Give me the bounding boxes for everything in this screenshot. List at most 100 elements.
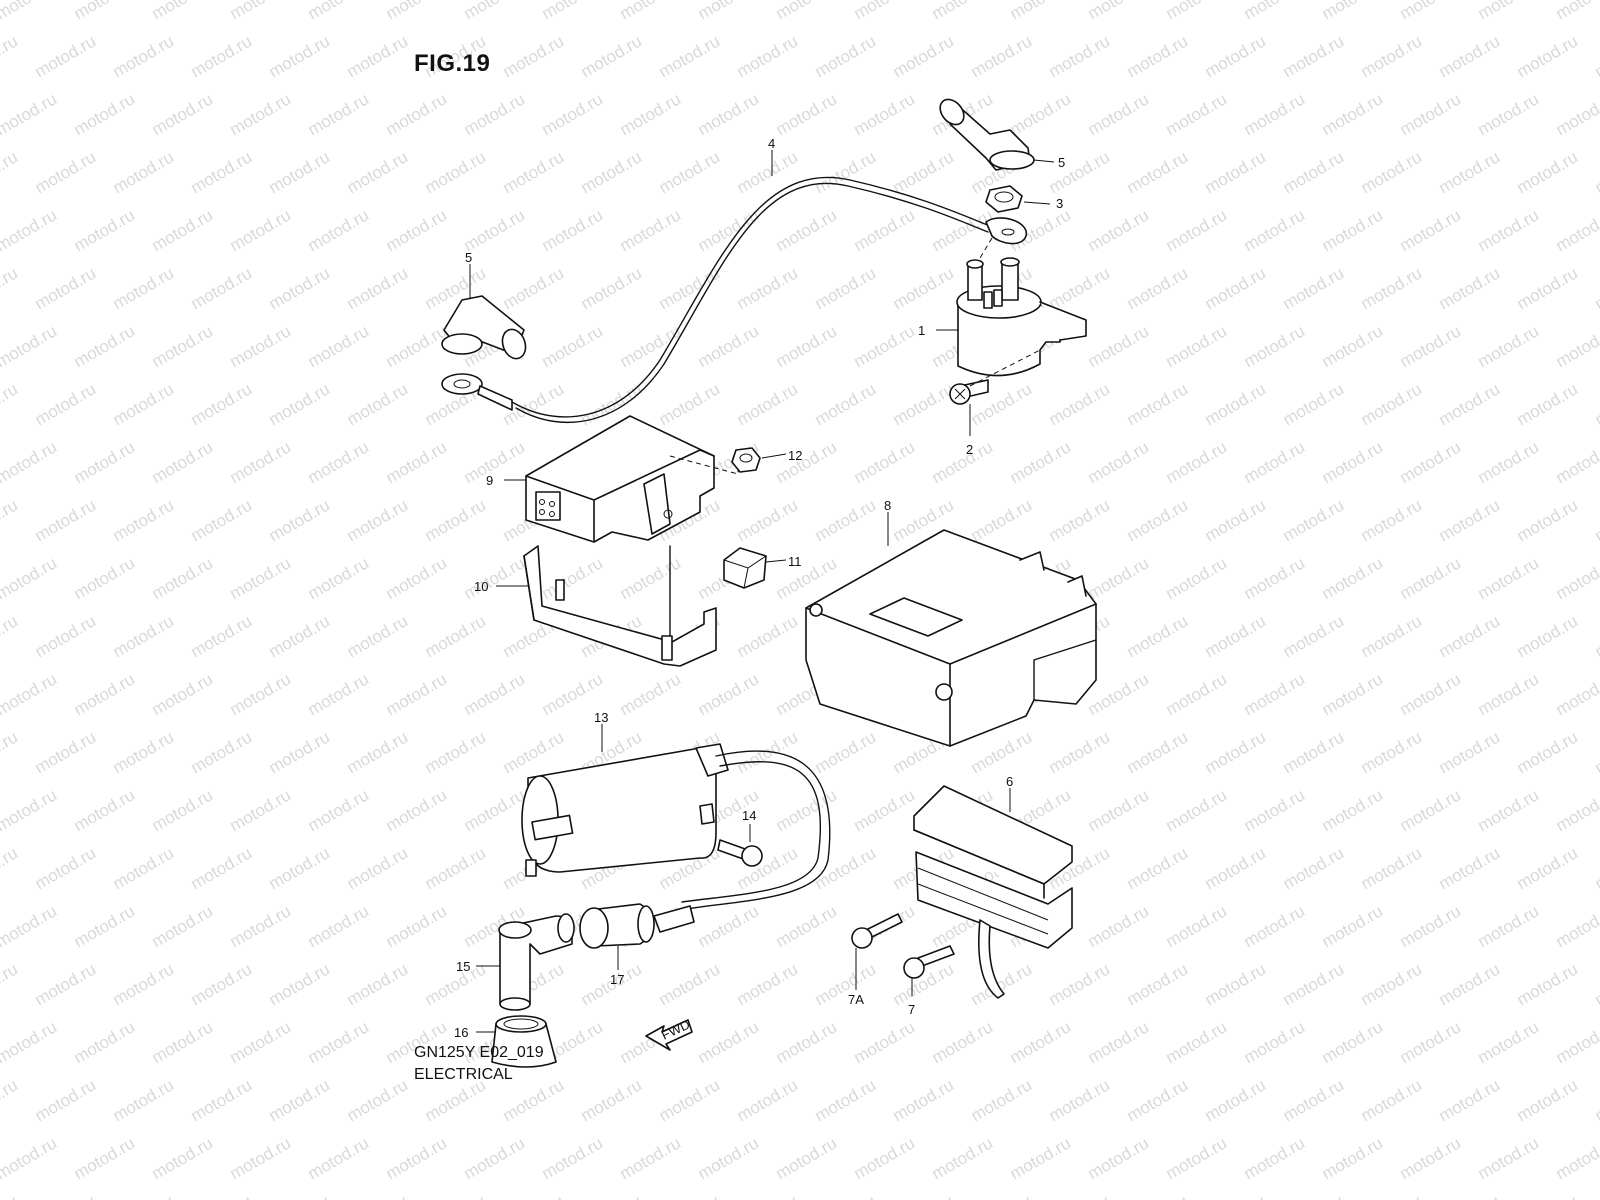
watermark-text: motod.ru bbox=[1046, 147, 1114, 197]
watermark-text: motod.ru bbox=[1202, 611, 1270, 661]
watermark-text: motod.ru bbox=[266, 31, 334, 81]
watermark-text: motod.ru bbox=[851, 321, 919, 371]
callout-3: 3 bbox=[1056, 196, 1063, 211]
watermark-text: motod.ru bbox=[1280, 263, 1348, 313]
watermark-text: motod.ru bbox=[1124, 959, 1192, 1009]
watermark-text: motod.ru bbox=[539, 321, 607, 371]
watermark-text: motod.ru bbox=[0, 147, 21, 197]
watermark-text: motod.ru bbox=[1475, 1017, 1543, 1067]
watermark-text: motod.ru bbox=[1514, 31, 1582, 81]
section-title: ELECTRICAL bbox=[414, 1066, 513, 1083]
watermark-text: motod.ru bbox=[1202, 495, 1270, 545]
watermark-text: motod.ru bbox=[227, 1017, 295, 1067]
watermark-text: motod.ru bbox=[1007, 89, 1075, 139]
watermark-text: motod.ru bbox=[110, 959, 178, 1009]
watermark-text: motod.ru bbox=[1085, 89, 1153, 139]
watermark-text: motod.ru bbox=[617, 553, 685, 603]
watermark-text: motod.ru bbox=[227, 437, 295, 487]
watermark-text: motod.ru bbox=[1553, 553, 1600, 603]
watermark-text: motod.ru bbox=[71, 437, 139, 487]
watermark-text: motod.ru bbox=[1319, 669, 1387, 719]
callout-4: 4 bbox=[768, 136, 775, 151]
watermark-text: motod.ru bbox=[578, 263, 646, 313]
watermark-text: motod.ru bbox=[461, 553, 529, 603]
watermark-text: motod.ru bbox=[1085, 553, 1153, 603]
watermark-text: motod.ru bbox=[1358, 843, 1426, 893]
watermark-text: motod.ru bbox=[773, 321, 841, 371]
watermark-text: motod.ru bbox=[0, 669, 60, 719]
watermark-text: motod.ru bbox=[0, 1133, 60, 1183]
callout-11: 11 bbox=[788, 554, 802, 569]
watermark-text: motod.ru bbox=[344, 263, 412, 313]
watermark-text: motod.ru bbox=[110, 379, 178, 429]
rectifier-fins bbox=[913, 785, 1073, 999]
watermark-text: motod.ru bbox=[71, 785, 139, 835]
watermark-text: motod.ru bbox=[1436, 959, 1504, 1009]
watermark-text: motod.ru bbox=[1319, 321, 1387, 371]
watermark-text: motod.ru bbox=[1475, 321, 1543, 371]
watermark-text: motod.ru bbox=[0, 263, 21, 313]
watermark-text: motod.ru bbox=[266, 495, 334, 545]
watermark-text: motod.ru bbox=[1358, 727, 1426, 777]
bolt-14 bbox=[717, 839, 763, 867]
watermark-text: motod.ru bbox=[305, 321, 373, 371]
watermark-text: motod.ru bbox=[1241, 901, 1309, 951]
watermark-text: motod.ru bbox=[0, 89, 60, 139]
watermark-text: motod.ru bbox=[1397, 785, 1465, 835]
watermark-text: motod.ru bbox=[1046, 263, 1114, 313]
watermark-text: motod.ru bbox=[1124, 843, 1192, 893]
watermark-text: motod.ru bbox=[695, 1017, 763, 1067]
watermark-text: motod.ru bbox=[734, 1191, 802, 1200]
watermark-text: motod.ru bbox=[734, 263, 802, 313]
watermark-text: motod.ru bbox=[1475, 205, 1543, 255]
watermark-text: motod.ru bbox=[1280, 959, 1348, 1009]
watermark-text: motod.ru bbox=[1592, 495, 1600, 545]
watermark-text: motod.ru bbox=[617, 1133, 685, 1183]
watermark-text: motod.ru bbox=[71, 321, 139, 371]
watermark-text: motod.ru bbox=[1007, 1017, 1075, 1067]
watermark-text: motod.ru bbox=[188, 959, 256, 1009]
watermark-text: motod.ru bbox=[851, 89, 919, 139]
watermark-text: motod.ru bbox=[71, 553, 139, 603]
watermark-text: motod.ru bbox=[383, 553, 451, 603]
watermark-text: motod.ru bbox=[890, 31, 958, 81]
watermark-text: motod.ru bbox=[344, 727, 412, 777]
watermark-text: motod.ru bbox=[1319, 437, 1387, 487]
watermark-text: motod.ru bbox=[1436, 611, 1504, 661]
watermark-text: motod.ru bbox=[734, 379, 802, 429]
watermark-text: motod.ru bbox=[734, 727, 802, 777]
watermark-text: motod.ru bbox=[305, 205, 373, 255]
watermark-text: motod.ru bbox=[1163, 901, 1231, 951]
watermark-text: motod.ru bbox=[0, 901, 60, 951]
watermark-text: motod.ru bbox=[1319, 0, 1387, 23]
watermark-text: motod.ru bbox=[1007, 1133, 1075, 1183]
watermark-text: motod.ru bbox=[1436, 727, 1504, 777]
watermark-text: motod.ru bbox=[773, 0, 841, 23]
watermark-text: motod.ru bbox=[188, 263, 256, 313]
watermark-text: motod.ru bbox=[812, 147, 880, 197]
watermark-text: motod.ru bbox=[0, 959, 21, 1009]
figure-title: FIG.19 bbox=[414, 50, 491, 77]
callout-2: 2 bbox=[966, 442, 973, 457]
watermark-text: motod.ru bbox=[149, 1133, 217, 1183]
callout-8: 8 bbox=[884, 498, 891, 513]
watermark-text: motod.ru bbox=[929, 0, 997, 23]
watermark-text: motod.ru bbox=[1514, 611, 1582, 661]
watermark-text: motod.ru bbox=[1436, 263, 1504, 313]
watermark-text: motod.ru bbox=[890, 379, 958, 429]
watermark-text: motod.ru bbox=[32, 727, 100, 777]
watermark-text: motod.ru bbox=[812, 1075, 880, 1125]
watermark-text: motod.ru bbox=[1202, 959, 1270, 1009]
watermark-text: motod.ru bbox=[500, 727, 568, 777]
watermark-text: motod.ru bbox=[1514, 1191, 1582, 1200]
watermark-text: motod.ru bbox=[32, 959, 100, 1009]
watermark-text: motod.ru bbox=[1397, 669, 1465, 719]
watermark-text: motod.ru bbox=[1085, 437, 1153, 487]
watermark-text: motod.ru bbox=[1241, 785, 1309, 835]
watermark-text: motod.ru bbox=[1514, 727, 1582, 777]
watermark-text: motod.ru bbox=[110, 263, 178, 313]
watermark-text: motod.ru bbox=[422, 843, 490, 893]
ignition-coil bbox=[521, 743, 831, 911]
callout-9: 9 bbox=[486, 473, 493, 488]
noise-suppressor bbox=[579, 903, 695, 949]
